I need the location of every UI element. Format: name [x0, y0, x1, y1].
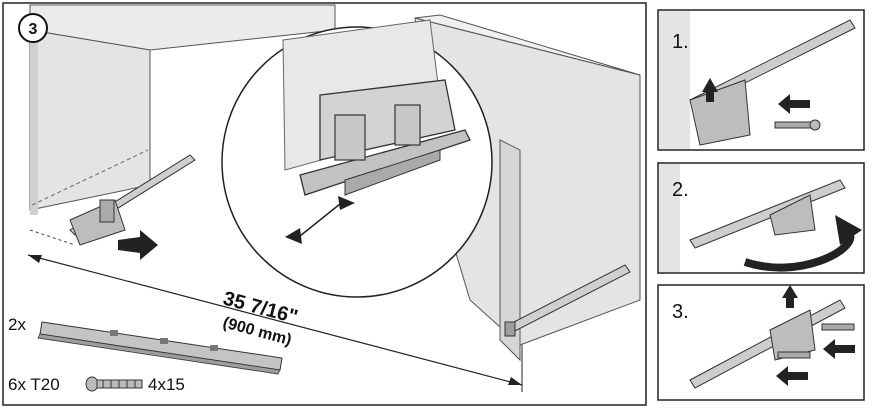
substep-2-label: 2. — [672, 179, 689, 201]
push-arrow — [118, 230, 158, 260]
dimension-line — [27, 254, 523, 392]
substep-3-label: 3. — [672, 301, 689, 323]
screw-size: 4x15 — [148, 375, 185, 394]
step-number: 3 — [29, 21, 38, 38]
gap-arrow-right — [338, 196, 355, 210]
rail-right — [504, 264, 631, 337]
rail-left — [69, 154, 196, 246]
up-arrow — [702, 78, 718, 102]
screw-upper — [821, 323, 855, 331]
rail-part — [37, 321, 283, 375]
substep-2-panel: 2. — [657, 162, 865, 274]
up-arrow — [782, 285, 798, 308]
rail-quantity: 2x — [8, 315, 26, 334]
left-arrow-lower — [776, 366, 808, 386]
step-badge: 3 — [18, 13, 48, 43]
main-panel: 3 35 7/16" (900 mm) 2x 6x T20 4x15 — [2, 2, 647, 406]
left-arrow — [778, 94, 810, 114]
gap-arrow-left — [285, 228, 302, 244]
left-arrow-upper — [823, 339, 855, 359]
screw — [774, 121, 814, 129]
substep-1-panel: 1. — [657, 9, 865, 151]
rotate-arrow — [743, 233, 855, 272]
mounting-line — [31, 149, 149, 206]
substep-3-panel: 3. — [657, 284, 865, 401]
detail-magnifier — [221, 19, 493, 298]
screw-lower — [777, 351, 811, 359]
screw-quantity-type: 6x T20 — [8, 375, 60, 394]
substep-1-label: 1. — [672, 31, 689, 53]
screw-part — [85, 376, 143, 392]
cabinet-left — [29, 4, 336, 246]
